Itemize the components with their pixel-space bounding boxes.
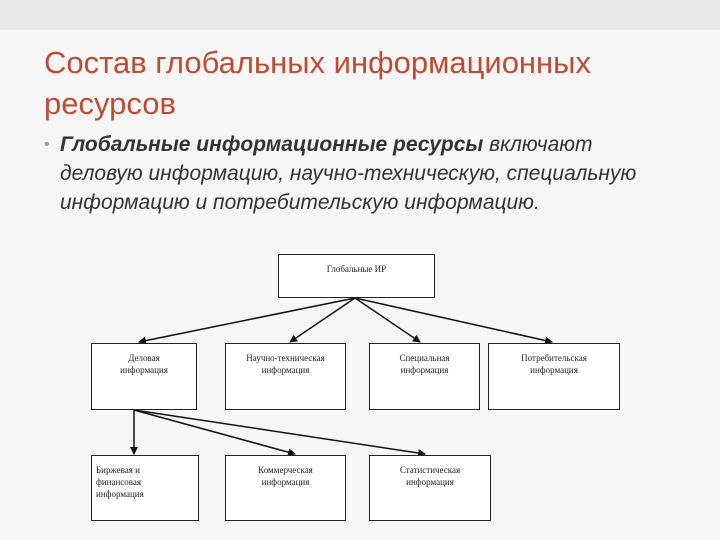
arrow-root-to-business bbox=[138, 297, 356, 345]
top-band bbox=[0, 0, 720, 30]
bullet-text: Глобальные информационные ресурсы включа… bbox=[60, 130, 660, 217]
arrow-root-to-science bbox=[289, 297, 356, 343]
node-statistical: Статистическая информация bbox=[369, 455, 491, 521]
node-special: Специальная информация bbox=[369, 343, 480, 410]
node-root: Глобальные ИР bbox=[278, 254, 435, 298]
arrow-root-to-special bbox=[354, 297, 421, 343]
node-consumer: Потребительская информация bbox=[488, 343, 620, 410]
slide-title: Состав глобальных информационных ресурсо… bbox=[44, 45, 591, 121]
arrow-business-to-commercial bbox=[133, 409, 296, 457]
bullet-lead: Глобальные информационные ресурсы bbox=[60, 133, 484, 156]
bullet-rest: включают деловую информацию, научно-техн… bbox=[60, 133, 637, 214]
arrow-business-to-statistical bbox=[133, 409, 426, 457]
node-exchange: Биржевая и финансовая информация bbox=[91, 455, 199, 521]
node-commercial: Коммерческая информация bbox=[225, 455, 346, 521]
node-science: Научно-техническая информация bbox=[225, 343, 346, 410]
bullet-dot-icon: • bbox=[44, 136, 50, 153]
arrow-root-to-consumer bbox=[354, 297, 553, 345]
node-business: Деловая информация bbox=[91, 343, 197, 410]
